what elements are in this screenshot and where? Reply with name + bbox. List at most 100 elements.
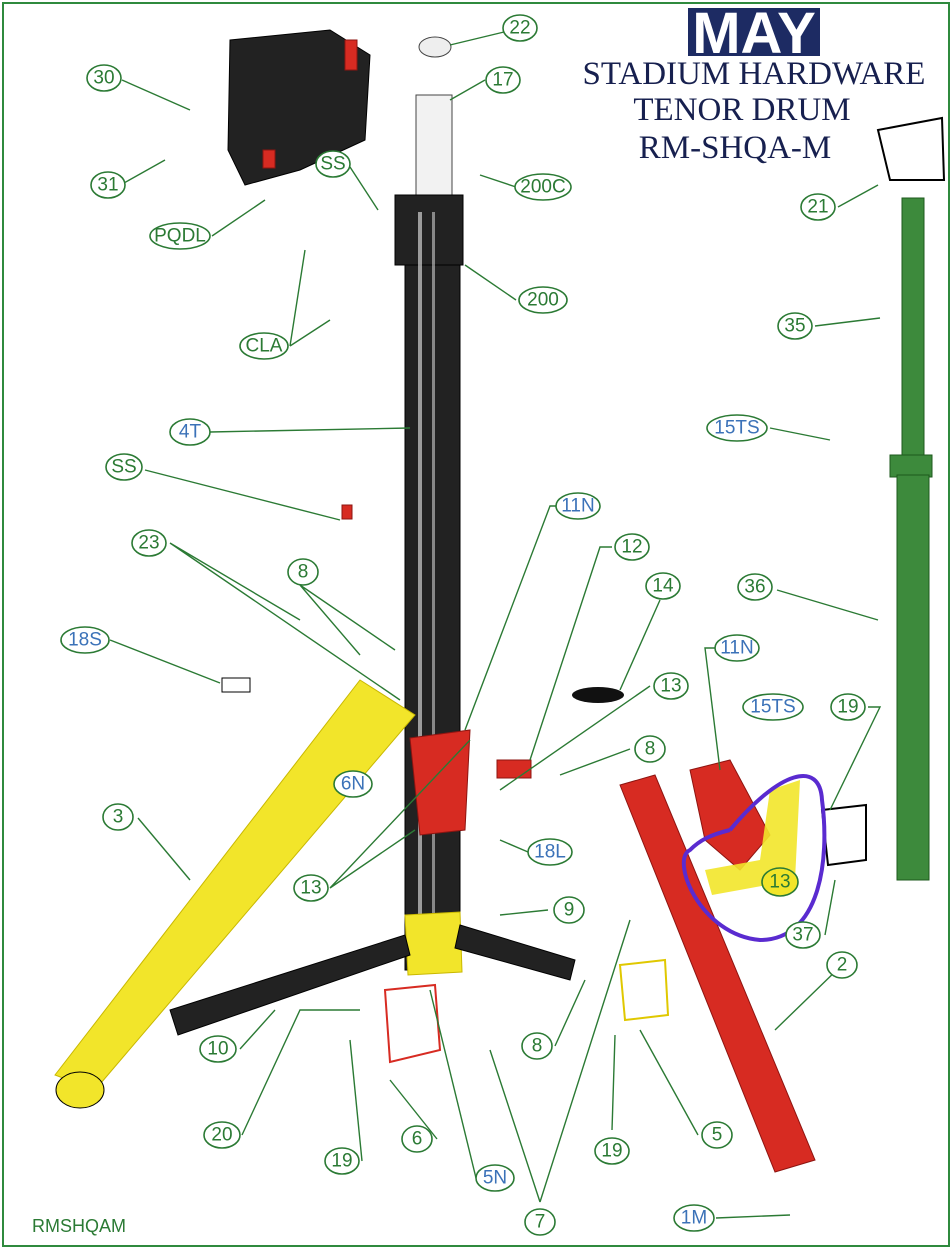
svg-text:19: 19 [837,697,858,718]
svg-text:11N: 11N [561,496,594,517]
svg-text:200C: 200C [520,177,565,198]
svg-text:19: 19 [331,1151,352,1172]
svg-text:37: 37 [792,925,813,946]
svg-text:PQDL: PQDL [154,226,206,247]
callout-pqdl: PQDL [149,222,211,250]
svg-text:22: 22 [509,18,530,39]
svg-text:12: 12 [621,537,642,558]
drawing-code: RMSHQAM [32,1216,126,1236]
title-line-3: RM-SHQA-M [639,130,832,166]
svg-text:35: 35 [784,316,805,337]
callout-2: 2 [826,951,858,979]
callout-12: 12 [614,533,650,561]
bracket-37 [820,803,867,867]
callout-5: 5 [701,1121,733,1149]
svg-text:8: 8 [645,739,656,760]
svg-text:13: 13 [769,872,790,893]
callout-22: 22 [502,14,538,42]
parts-artwork [54,29,946,1173]
svg-text:18L: 18L [534,842,566,863]
callout-19: 19 [324,1147,360,1175]
svg-text:4T: 4T [179,422,202,443]
callout-15ts: 15TS [706,414,768,442]
title-line-1: STADIUM HARDWARE [583,56,926,92]
callout-9: 9 [553,896,585,924]
svg-text:18S: 18S [68,630,102,651]
callout-7: 7 [524,1208,556,1236]
callout-5n: 5N [475,1164,515,1192]
callout-18s: 18S [60,626,110,654]
tube-collar [889,454,933,478]
svg-text:6: 6 [412,1129,423,1150]
leg-collar-11n [409,729,471,836]
set-screw [341,504,353,520]
base-collar-5n [404,911,463,976]
collar-11n-right [689,759,771,871]
svg-text:36: 36 [744,577,765,598]
svg-text:8: 8 [298,562,309,583]
svg-text:7: 7 [535,1212,546,1233]
callouts: 30 22 17 31 SS 200C PQDL CLA 200 21 35 4… [60,14,866,1236]
callout-8: 8 [287,558,319,586]
callout-18l: 18L [527,838,573,866]
brand-logo [688,8,820,56]
callout-19: 19 [830,693,866,721]
svg-text:9: 9 [564,900,575,921]
svg-text:19: 19 [601,1141,622,1162]
brace-9 [454,924,576,981]
brand-logo-text: MAY [692,1,816,66]
cap-21 [876,116,946,181]
svg-text:15TS: 15TS [714,418,759,439]
callout-6: 6 [401,1125,433,1153]
svg-text:20: 20 [211,1125,232,1146]
svg-text:14: 14 [652,576,674,597]
callout-30: 30 [86,64,122,92]
svg-text:10: 10 [207,1039,228,1060]
callout-37: 37 [785,921,821,949]
svg-text:3: 3 [113,807,124,828]
callout-8: 8 [521,1032,553,1060]
callout-11n: 11N [555,492,601,520]
callout-200c: 200C [514,173,572,201]
callout-19: 19 [594,1137,630,1165]
svg-text:CLA: CLA [246,336,283,357]
brace-10 [169,934,411,1036]
callout-1m: 1M [673,1204,715,1232]
pqdl-pad [344,39,358,71]
callout-10: 10 [199,1035,237,1063]
svg-text:31: 31 [97,175,118,196]
svg-text:8: 8 [532,1036,543,1057]
callout-13-highlighted: 13 [761,867,799,897]
callout-8: 8 [634,735,666,763]
block-12 [496,759,532,779]
svg-text:15TS: 15TS [750,697,795,718]
svg-text:1M: 1M [681,1208,707,1229]
leg-2 [619,774,816,1173]
callout-15ts: 15TS [742,693,804,721]
svg-text:11N: 11N [720,638,753,659]
callout-13: 13 [293,874,329,902]
callout-3: 3 [102,803,134,831]
cap-22 [418,36,452,58]
washer-14 [572,687,624,703]
bracket-6 [383,983,442,1064]
callout-17: 17 [485,66,521,94]
callout-ss: SS [105,453,143,481]
callout-4t: 4T [169,418,211,446]
clamp-200 [394,194,464,266]
svg-text:SS: SS [320,154,345,175]
leader-lines [109,31,882,1219]
bracket-5 [618,958,670,1022]
callout-cla: CLA [239,332,289,360]
callout-6n: 6N [333,770,373,798]
svg-text:2: 2 [837,955,848,976]
callout-35: 35 [777,312,813,340]
svg-text:6N: 6N [341,774,365,795]
callout-200: 200 [518,286,568,314]
callout-13: 13 [653,672,689,700]
callout-14: 14 [645,572,681,600]
svg-text:21: 21 [807,197,828,218]
callout-ss: SS [315,150,351,178]
